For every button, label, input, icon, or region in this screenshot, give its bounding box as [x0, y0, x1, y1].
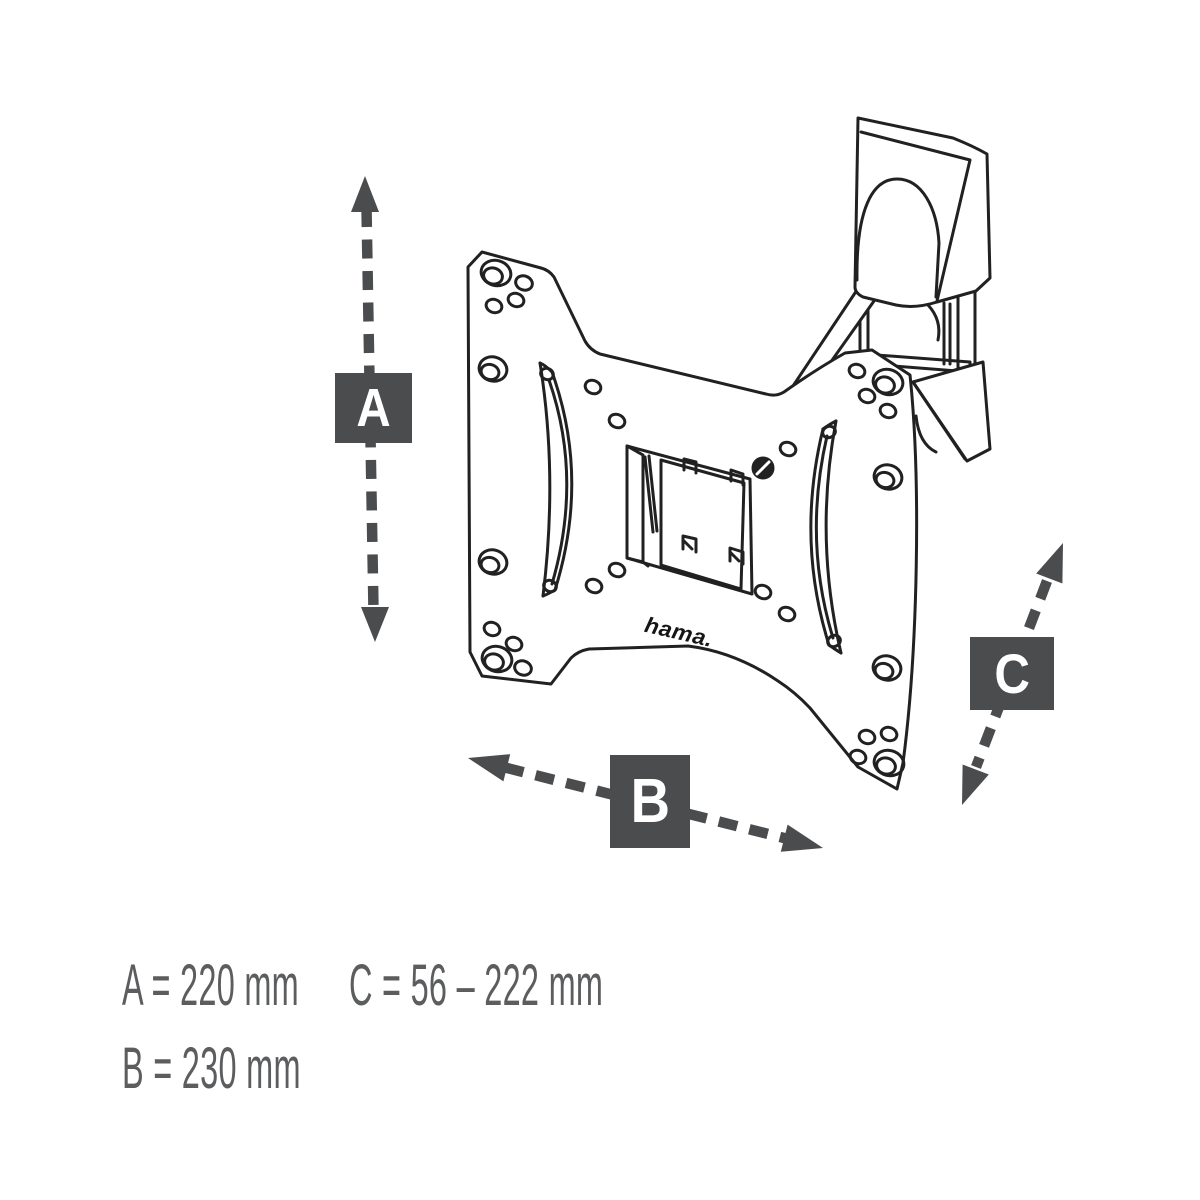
marker-a-letter: A [356, 378, 391, 438]
vesa-plate [466, 250, 919, 791]
dimension-value-a: A = 220 mm [122, 953, 300, 1018]
large-mount-holes [477, 258, 906, 778]
right-arc-slot [809, 419, 843, 655]
marker-c-letter: C [994, 641, 1030, 705]
plate-outline [466, 250, 919, 791]
dimension-marker-a: A [335, 373, 412, 443]
center-mount-window [625, 444, 754, 596]
dimension-value-b: B = 230 mm [122, 1036, 301, 1101]
dimension-marker-c: C [970, 637, 1054, 710]
dimension-marker-b: B [610, 755, 690, 848]
small-mount-holes [482, 274, 899, 766]
vesa-ring-holes [583, 378, 798, 623]
left-arc-slot [538, 361, 574, 598]
marker-b-letter: B [630, 766, 670, 836]
screw [751, 456, 775, 480]
dimension-value-c: C = 56 – 222 mm [349, 953, 604, 1018]
